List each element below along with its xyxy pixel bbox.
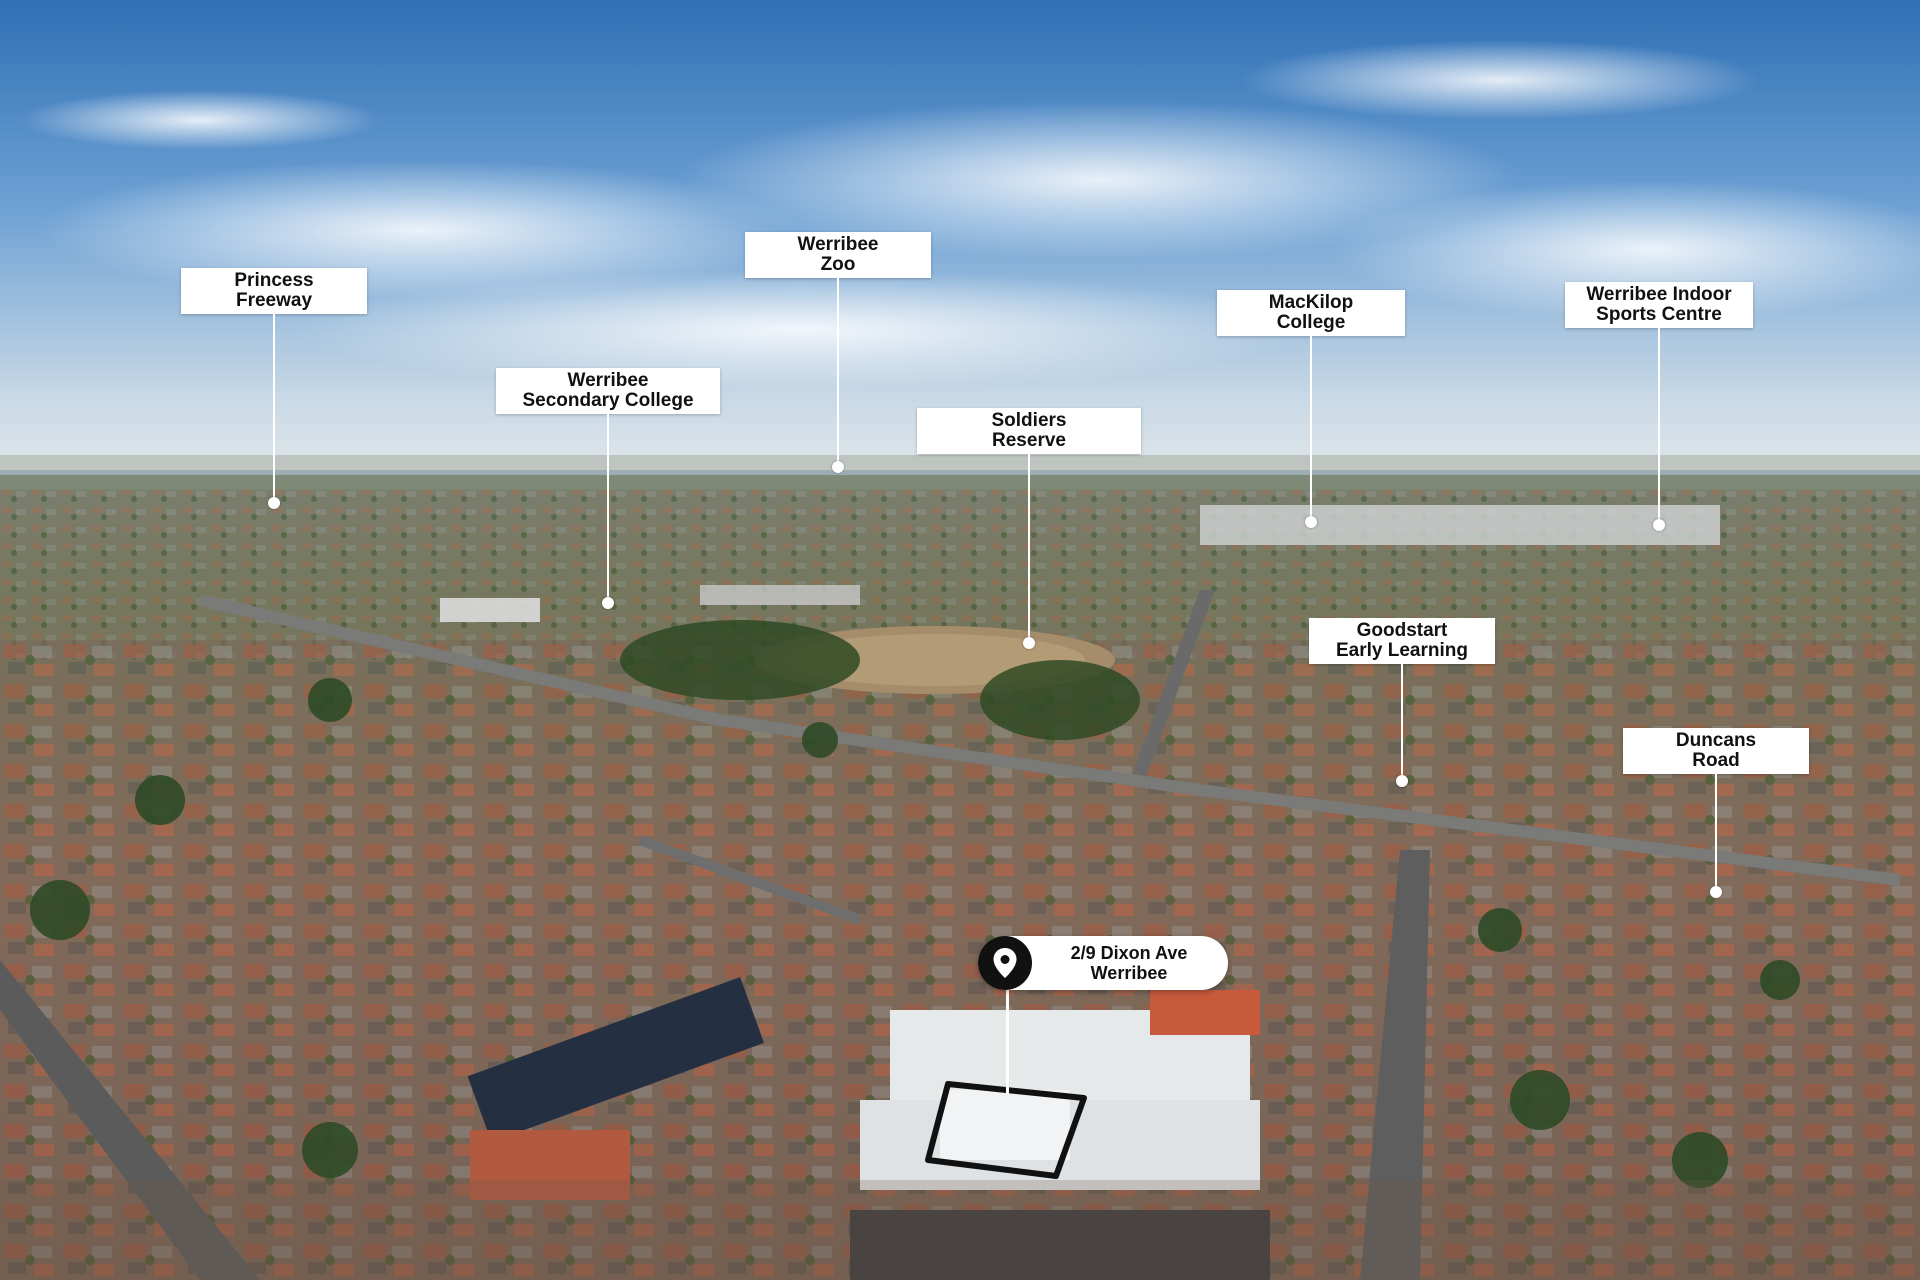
- location-dot: [1396, 775, 1408, 787]
- landmark-label-line1: Duncans: [1675, 730, 1757, 751]
- location-pin-icon: [978, 936, 1032, 990]
- property-address: 2/9 Dixon Ave Werribee: [1038, 936, 1220, 990]
- landmark-label-line2: Freeway: [235, 290, 313, 311]
- property-address-line2: Werribee: [1090, 963, 1168, 983]
- location-dot: [1305, 516, 1317, 528]
- leader-line: [1658, 328, 1660, 525]
- landmark-label-line1: Werribee: [797, 234, 879, 255]
- landmark-label-line2: Secondary College: [522, 390, 694, 411]
- location-dot: [602, 597, 614, 609]
- leader-line: [1028, 454, 1030, 643]
- landmark-label: Princess Freeway: [181, 268, 367, 314]
- leader-line: [837, 278, 839, 467]
- landmark-label-line2: Reserve: [992, 430, 1066, 451]
- landmark-label-line2: Sports Centre: [1596, 304, 1722, 325]
- property-address-line1: 2/9 Dixon Ave: [1070, 943, 1188, 963]
- location-dot: [1710, 886, 1722, 898]
- location-dot: [1023, 637, 1035, 649]
- landmark-label-line2: Road: [1692, 750, 1740, 771]
- landmark-label-line1: Princess: [234, 270, 314, 291]
- landmark-label-line1: Soldiers: [991, 410, 1067, 431]
- leader-line: [1310, 336, 1312, 522]
- leader-line: [607, 414, 609, 603]
- landmark-label-line2: Early Learning: [1336, 640, 1468, 661]
- landmark-label: Werribee Secondary College: [496, 368, 720, 414]
- landmark-label-line1: Werribee: [567, 370, 649, 391]
- landmark-label-line1: MacKilop: [1268, 292, 1354, 313]
- landmark-label: MacKilop College: [1217, 290, 1405, 336]
- leader-line: [1401, 664, 1403, 781]
- landmark-label-line1: Goodstart: [1356, 620, 1448, 641]
- property-leader-line: [1006, 990, 1009, 1094]
- location-dot: [1653, 519, 1665, 531]
- landmark-label: Werribee Indoor Sports Centre: [1565, 282, 1753, 328]
- location-dot: [832, 461, 844, 473]
- landmark-label-line2: College: [1276, 312, 1346, 333]
- leader-line: [273, 314, 275, 503]
- location-dot: [268, 497, 280, 509]
- property-address-pin[interactable]: 2/9 Dixon Ave Werribee: [978, 936, 1228, 990]
- landmark-label: Goodstart Early Learning: [1309, 618, 1495, 664]
- landmark-label: Werribee Zoo: [745, 232, 931, 278]
- leader-line: [1715, 774, 1717, 892]
- landmark-label-line1: Werribee Indoor: [1586, 284, 1732, 305]
- landmark-label: Duncans Road: [1623, 728, 1809, 774]
- landmark-label: Soldiers Reserve: [917, 408, 1141, 454]
- landmark-label-line2: Zoo: [820, 254, 856, 275]
